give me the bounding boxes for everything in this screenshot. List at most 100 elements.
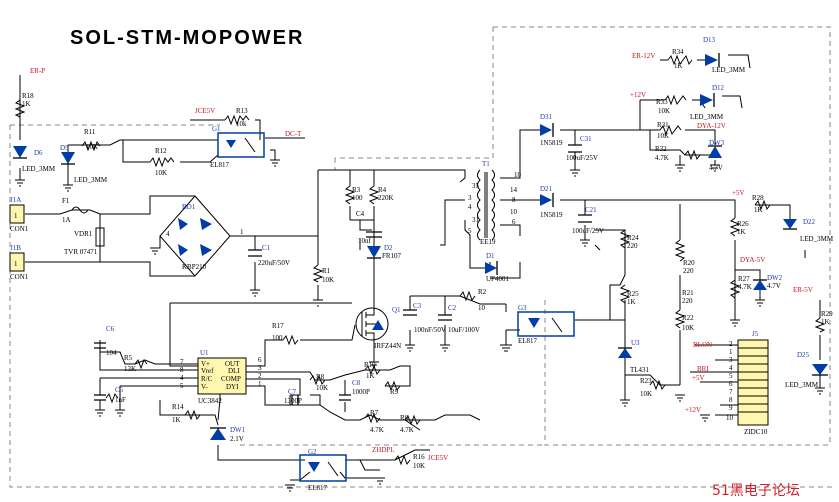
watermark: 51黑电子论坛: [712, 483, 800, 499]
lbl-n2: 2: [258, 372, 262, 380]
lbl-pdli: DLI: [228, 367, 240, 375]
lbl-n1d: 1: [14, 260, 18, 268]
lbl-r7v: 4.7K: [370, 426, 384, 434]
lbl-dw1v: 2.1V: [230, 435, 244, 443]
lbl-c2v: 10uF/100V: [448, 326, 480, 334]
lbl-d21: D21: [540, 185, 553, 193]
lbl-r31: R31: [657, 121, 669, 129]
lbl-r29v: 1K: [821, 318, 830, 326]
net-p5v: +5V: [692, 374, 705, 382]
net-jce5v-a: JCE5V: [195, 107, 215, 115]
lbl-c6: C6: [106, 325, 115, 333]
lbl-d31v: 1N5819: [540, 139, 563, 147]
lbl-r12: R12: [155, 147, 167, 155]
lbl-n1b: 1: [258, 380, 262, 388]
lbl-j5: J5: [752, 330, 759, 338]
lbl-c31: C31: [580, 135, 592, 143]
lbl-prc: R/C: [201, 375, 213, 383]
lbl-j1b: J1B: [10, 244, 21, 252]
lbl-n3: 3: [258, 364, 262, 372]
lbl-pvm: V-: [201, 383, 208, 391]
resistors: [14, 54, 826, 466]
lbl-u3v: TL431: [630, 366, 650, 374]
lbl-pv: V+: [201, 360, 210, 368]
lbl-n4b: 4: [180, 374, 184, 382]
lbl-r28: R28: [752, 194, 764, 202]
lbl-c1: C1: [262, 244, 271, 252]
lbl-r10v: 1K: [366, 372, 375, 380]
lbl-c8: C8: [352, 379, 361, 387]
lbl-d2v: FR107: [382, 252, 402, 260]
lbl-p3: 3: [468, 194, 472, 202]
lbl-c4v: 10nf: [358, 237, 372, 245]
lbl-r16: R16: [413, 453, 425, 461]
lbl-r5v: 13K: [124, 365, 136, 373]
lbl-con1b: CON1: [10, 273, 29, 281]
lbl-d22: D22: [803, 218, 816, 226]
lbl-r23: R23: [640, 377, 652, 385]
lbl-c5: C5: [115, 386, 124, 394]
lbl-c2: C2: [448, 304, 457, 312]
lbl-r3v: 100: [352, 194, 363, 202]
lbl-r11v: 10K: [86, 143, 98, 151]
lbl-r7: R7: [370, 409, 379, 417]
lbl-d21v: 1N5819: [540, 211, 563, 219]
lbl-d5: D5: [60, 144, 69, 152]
lbl-d13: D13: [703, 36, 716, 44]
lbl-r17: R17: [272, 322, 284, 330]
lbl-pdyi: DYI: [226, 383, 239, 391]
lbl-r14: R14: [172, 403, 184, 411]
dashed-frames: [9, 26, 835, 488]
lbl-c6n: 6: [729, 380, 733, 388]
lbl-g3: G3: [518, 304, 527, 312]
lbl-r8: R8: [316, 373, 325, 381]
lbl-vdr1: VDR1: [74, 230, 93, 238]
lbl-d5v: LED_3MM: [74, 176, 108, 184]
lbl-d31: D31: [540, 113, 553, 121]
lbl-p5: 5: [468, 227, 472, 235]
lbl-r14v: 1K: [172, 416, 181, 424]
lbl-d6v: LED_3MM: [22, 165, 56, 173]
lbl-d6: D6: [34, 149, 43, 157]
optocouplers: [217, 132, 575, 482]
lbl-n7: 7: [180, 358, 184, 366]
lbl-dw3: DW3: [709, 139, 725, 147]
lbl-r24v: 220: [627, 242, 638, 250]
lbl-c1v: 220uF/50V: [258, 259, 290, 267]
lbl-r26v: 1K: [737, 228, 746, 236]
wires: [19, 54, 821, 481]
net-5v: +5V: [732, 189, 745, 197]
lbl-c7v: 1300P: [284, 397, 302, 405]
lbl-r32: R32: [655, 145, 667, 153]
lbl-dw3v: 4.7V: [709, 164, 723, 172]
net-dc-t: DC-T: [285, 130, 302, 138]
lbl-c8v: 1000P: [352, 388, 370, 396]
lbl-p10: 10: [514, 171, 522, 179]
lbl-n1: 1: [240, 228, 244, 236]
lbl-n8: 8: [180, 366, 184, 374]
net-blon: BLON: [693, 341, 712, 349]
lbl-r6: R6: [400, 414, 409, 422]
lbl-p4: 4: [468, 203, 472, 211]
lbl-c7: C7: [288, 388, 297, 396]
lbl-pvref: Vref: [201, 367, 214, 375]
net-12v: +12V: [630, 91, 646, 99]
lbl-f1v: 1A: [62, 216, 71, 224]
ic-uc3842: [197, 357, 247, 395]
lbl-r1: R1: [322, 267, 331, 275]
lbl-r12v: 10K: [155, 169, 167, 177]
lbl-r34: R34: [672, 48, 684, 56]
lbl-r8v: 10K: [316, 384, 328, 392]
lbl-p31: 31: [472, 216, 480, 224]
lbl-u1: U1: [200, 349, 209, 357]
lbl-ee19: EE19: [480, 238, 496, 246]
lbl-bd1: BD1: [182, 203, 196, 211]
lbl-c3n: 3: [729, 356, 733, 364]
lbl-c3: C3: [413, 302, 422, 310]
lbl-kbp: KBP210: [182, 263, 207, 271]
net-labels: ER-P JCE5V DC-T ER-12V +12V DYA-12V +5V …: [30, 52, 813, 462]
lbl-pout: OUT: [225, 360, 240, 368]
lbl-q1: Q1: [392, 306, 401, 314]
net-p12v: +12V: [685, 406, 701, 414]
lbl-r10: R10: [364, 361, 376, 369]
